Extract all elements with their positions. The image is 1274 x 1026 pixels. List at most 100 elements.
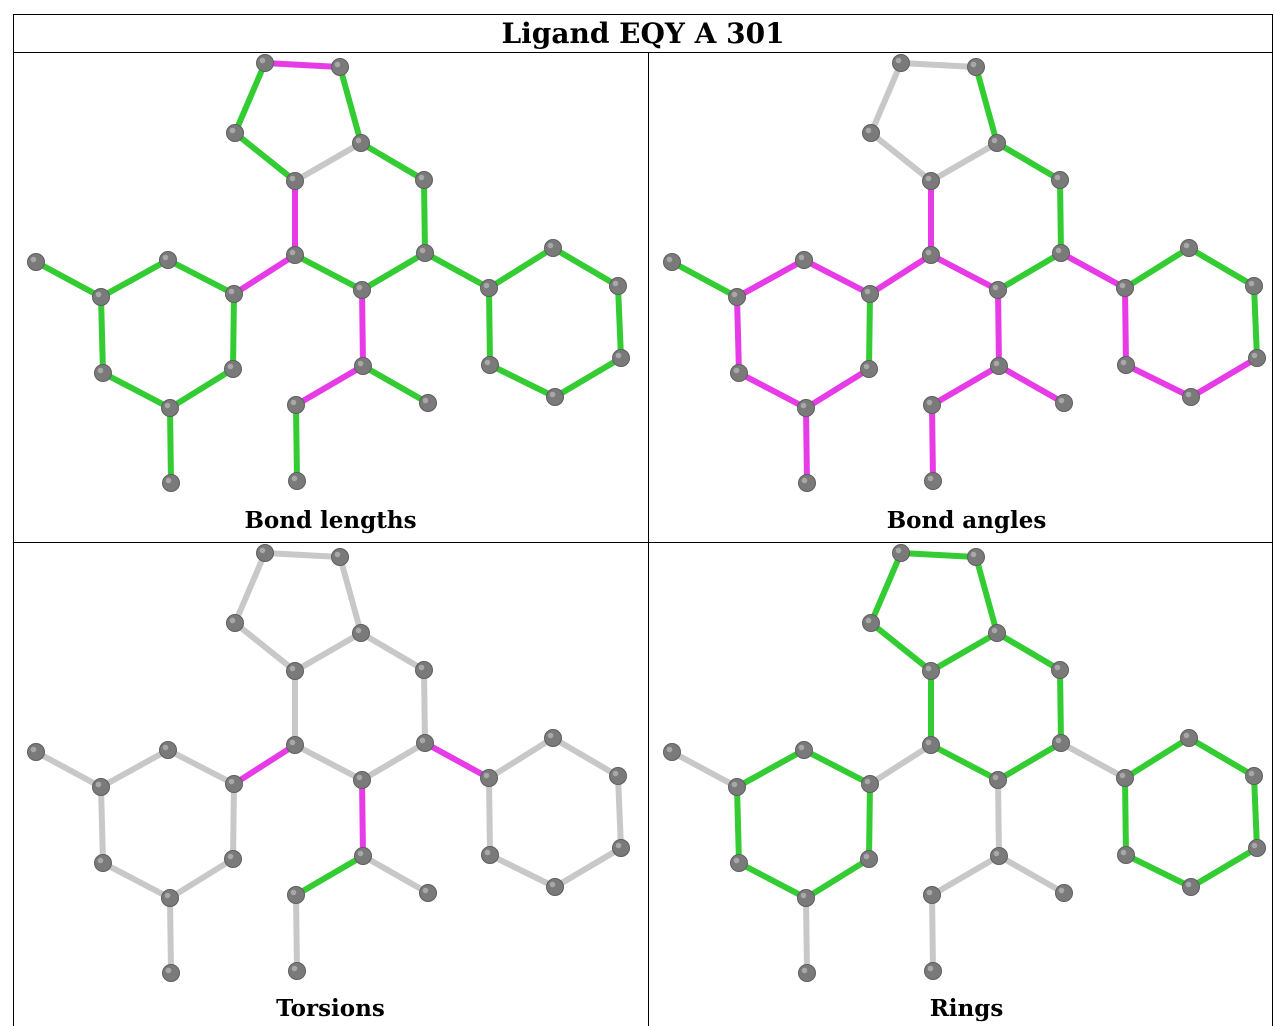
bond: [1122, 285, 1129, 368]
atom-highlight: [925, 739, 932, 746]
atom: [161, 889, 179, 907]
atom: [353, 281, 371, 299]
bond: [669, 749, 740, 790]
atom-highlight: [612, 770, 619, 777]
atom-highlight: [97, 857, 104, 864]
atom: [27, 743, 45, 761]
panel-bond-lengths: Bond lengths: [13, 53, 648, 542]
atom-highlight: [95, 291, 102, 298]
atom-highlight: [1119, 282, 1126, 289]
bond: [262, 60, 343, 70]
bond: [928, 742, 1001, 783]
bond: [232, 60, 268, 136]
atom-highlight: [612, 280, 619, 287]
bond: [167, 366, 236, 411]
bond: [552, 355, 624, 400]
bond: [292, 742, 365, 783]
atom-highlight: [483, 772, 490, 779]
atom-highlight: [259, 547, 266, 554]
bond: [33, 259, 104, 300]
bond: [1057, 667, 1064, 746]
atom-highlight: [1248, 280, 1255, 287]
bond: [359, 777, 366, 859]
atom-highlight: [289, 665, 296, 672]
atom-highlight: [291, 475, 298, 482]
atom-highlight: [30, 256, 37, 263]
atom-highlight: [895, 547, 902, 554]
bond: [292, 630, 364, 674]
atom-highlight: [992, 774, 999, 781]
atom: [1182, 878, 1200, 896]
bond: [337, 64, 364, 146]
atom: [988, 134, 1006, 152]
bond: [615, 773, 624, 851]
atom-highlight: [970, 61, 977, 68]
atom: [990, 357, 1008, 375]
atom-highlight: [865, 617, 872, 624]
atom-highlight: [993, 850, 1000, 857]
atom: [967, 58, 985, 76]
atom: [544, 729, 562, 747]
atom: [354, 357, 372, 375]
atom: [923, 886, 941, 904]
bond: [422, 250, 492, 291]
bond: [359, 287, 366, 369]
atom-highlight: [993, 360, 1000, 367]
atom-highlight: [864, 288, 871, 295]
bond: [1058, 740, 1128, 781]
bond: [736, 370, 809, 411]
panel-rings: Rings: [649, 543, 1274, 1026]
bond: [994, 630, 1063, 673]
bond: [734, 257, 807, 300]
atom-highlight: [666, 256, 673, 263]
atom-highlight: [97, 367, 104, 374]
bond: [486, 245, 556, 291]
atom-highlight: [1248, 770, 1255, 777]
atom: [286, 172, 304, 190]
atom-highlight: [800, 892, 807, 899]
atom: [546, 878, 564, 896]
atom-highlight: [927, 965, 934, 972]
atom-highlight: [801, 477, 808, 484]
atom: [415, 171, 433, 189]
bond: [232, 620, 298, 674]
atom: [795, 741, 813, 759]
bond: [1188, 355, 1260, 400]
atom-highlight: [422, 887, 429, 894]
atom-highlight: [549, 391, 556, 398]
atom-highlight: [926, 399, 933, 406]
atom-highlight: [731, 781, 738, 788]
bond: [293, 853, 366, 898]
atom-highlight: [357, 850, 364, 857]
bond: [973, 554, 1000, 636]
panel-caption: Rings: [929, 995, 1004, 1022]
atom-highlight: [229, 127, 236, 134]
atom: [352, 624, 370, 642]
atom: [663, 743, 681, 761]
atom: [922, 172, 940, 190]
atom: [795, 251, 813, 269]
atom-highlight: [30, 746, 37, 753]
bond: [550, 735, 621, 779]
atom: [1245, 277, 1263, 295]
bond: [868, 550, 904, 626]
bond: [550, 245, 621, 289]
bond: [1186, 735, 1257, 779]
atom-highlight: [731, 291, 738, 298]
bond: [358, 630, 427, 673]
bond: [165, 747, 237, 787]
atom-highlight: [418, 664, 425, 671]
atom: [1055, 884, 1073, 902]
atom: [1116, 769, 1134, 787]
atom-highlight: [165, 967, 172, 974]
atom: [331, 58, 349, 76]
bond: [360, 853, 431, 896]
atom-highlight: [1120, 849, 1127, 856]
atom-highlight: [992, 284, 999, 291]
bond: [230, 781, 237, 862]
molecule-diagram-rings: [663, 544, 1266, 982]
atom: [162, 474, 180, 492]
bond: [669, 259, 740, 300]
atom: [419, 884, 437, 902]
molecule-diagram-torsions: [27, 544, 630, 982]
